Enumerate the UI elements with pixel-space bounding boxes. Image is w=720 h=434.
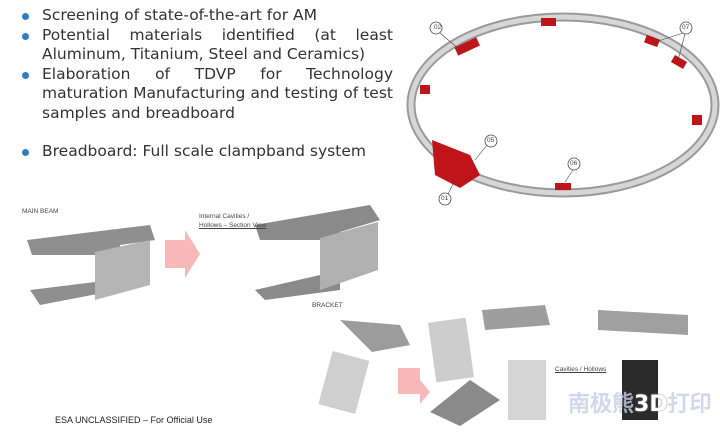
clampband-ring-image bbox=[406, 12, 720, 206]
main-beam-label: MAIN BEAM bbox=[22, 208, 59, 215]
section-view-label: Hollows – Section View bbox=[199, 222, 267, 229]
bullet-item: Elaboration of TDVP for Technology matur… bbox=[18, 65, 393, 124]
main-beam-image bbox=[27, 225, 155, 305]
bracket-image bbox=[255, 205, 380, 300]
callout-02: 02 bbox=[434, 24, 442, 31]
bullet-list: Screening of state-of-the-art for AM Pot… bbox=[18, 6, 393, 162]
callout-01: 01 bbox=[441, 195, 449, 202]
classification-footer: ESA UNCLASSIFIED – For Official Use bbox=[55, 415, 213, 425]
bullet-item: Breadboard: Full scale clampband system bbox=[18, 142, 393, 162]
bullet-item: Screening of state-of-the-art for AM bbox=[18, 6, 393, 26]
internal-cavities-label: Internal Cavities / bbox=[199, 213, 250, 220]
watermark: 南极熊3D打印 bbox=[568, 392, 712, 417]
bullet-item: Potential materials identified (at least… bbox=[18, 26, 393, 65]
callout-07: 07 bbox=[682, 24, 690, 31]
callout-06: 06 bbox=[570, 160, 578, 167]
arrow-icon bbox=[165, 230, 200, 278]
brackets-3d-images bbox=[318, 305, 688, 426]
bracket-label: BRACKET bbox=[312, 302, 343, 309]
cavities-hollows-label: Cavities / Hollows bbox=[555, 366, 607, 373]
callout-05: 05 bbox=[487, 137, 495, 144]
